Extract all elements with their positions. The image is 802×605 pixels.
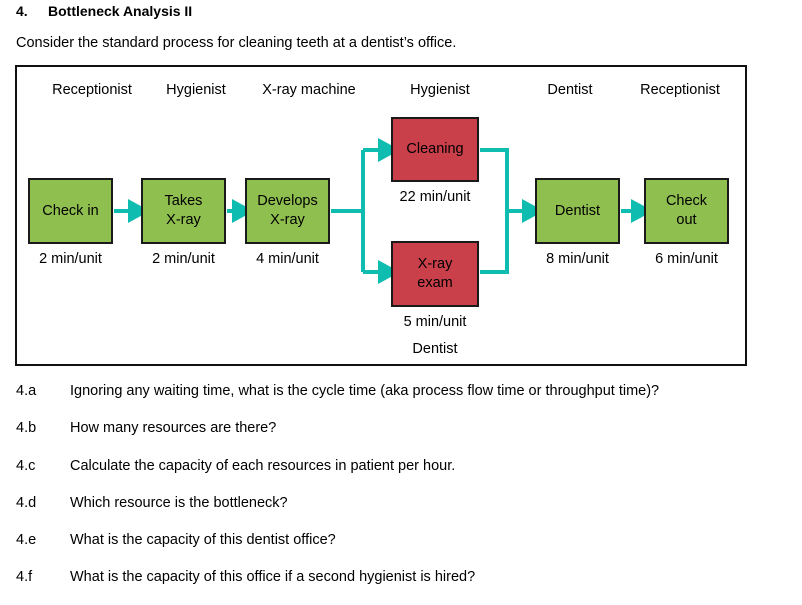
time-label-takes-xray: 2 min/unit (152, 251, 215, 267)
question-row-4c: 4.c Calculate the capacity of each resou… (16, 456, 796, 493)
process-box-dentist-line-1: Dentist (554, 202, 601, 219)
question-text-4f: What is the capacity of this office if a… (70, 569, 476, 586)
question-text-4c: Calculate the capacity of each resources… (70, 457, 456, 474)
page-title-number: 4. (16, 3, 28, 19)
process-flow-diagram: Receptionist Hygienist X-ray machine Hyg… (15, 65, 747, 366)
intro-paragraph: Consider the standard process for cleani… (16, 35, 457, 51)
question-list: 4.a Ignoring any waiting time, what is t… (16, 381, 796, 605)
process-box-develops-xray: Develops X-ray (245, 178, 330, 244)
process-box-xray-exam-line-2: exam (417, 275, 453, 291)
process-box-takes-xray-line-2: X-ray (166, 212, 201, 228)
page-title-text: Bottleneck Analysis II (48, 3, 193, 19)
process-box-cleaning-line-1: Cleaning (406, 141, 464, 157)
column-header-hygienist-1: Hygienist (166, 82, 226, 98)
question-key-4d: 4.d (16, 494, 37, 511)
process-box-cleaning: Cleaning (391, 117, 479, 182)
time-label-develops-xray: 4 min/unit (256, 251, 319, 267)
process-box-check-out-line-2: out (676, 212, 697, 228)
process-box-develops-xray-line-1: Develops (257, 193, 318, 209)
question-key-4e: 4.e (16, 532, 37, 549)
process-box-takes-xray: Takes X-ray (141, 178, 226, 244)
time-label-check-out: 6 min/unit (655, 251, 718, 267)
question-row-4e: 4.e What is the capacity of this dentist… (16, 530, 796, 567)
question-key-4a: 4.a (16, 383, 37, 399)
process-box-check-in-line-1: Check in (42, 202, 99, 219)
time-label-xray-exam: 5 min/unit (403, 314, 467, 330)
column-header-receptionist-2: Receptionist (640, 82, 720, 98)
time-label-dentist: 8 min/unit (546, 251, 609, 267)
column-header-hygienist-2: Hygienist (410, 82, 470, 98)
process-box-check-out-line-1: Check (665, 193, 708, 209)
question-key-4c: 4.c (16, 457, 36, 474)
question-text-4a: Ignoring any waiting time, what is the c… (70, 383, 660, 399)
process-box-xray-exam-line-1: X-ray (417, 256, 453, 272)
process-box-dentist: Dentist (535, 178, 620, 244)
diagram-canvas: Receptionist Hygienist X-ray machine Hyg… (17, 67, 745, 364)
connector-arrows (114, 138, 653, 284)
process-box-check-out: Check out (644, 178, 729, 244)
question-row-4d: 4.d Which resource is the bottleneck? (16, 493, 796, 530)
question-row-4a: 4.a Ignoring any waiting time, what is t… (16, 381, 796, 418)
resource-label-dentist-bottom: Dentist (412, 341, 458, 357)
question-row-4b: 4.b How many resources are there? (16, 418, 796, 455)
process-box-check-in: Check in (28, 178, 113, 244)
question-text-4d: Which resource is the bottleneck? (70, 494, 288, 511)
question-key-4f: 4.f (16, 569, 33, 586)
time-label-check-in: 2 min/unit (39, 251, 102, 267)
column-header-receptionist-1: Receptionist (52, 82, 132, 98)
question-row-4f: 4.f What is the capacity of this office … (16, 567, 796, 604)
process-box-takes-xray-line-1: Takes (164, 193, 203, 209)
page-title: 4. Bottleneck Analysis II (16, 0, 786, 22)
question-text-4b: How many resources are there? (70, 420, 277, 437)
time-label-cleaning: 22 min/unit (399, 189, 471, 205)
column-header-xray-machine: X-ray machine (262, 82, 356, 98)
question-key-4b: 4.b (16, 420, 37, 437)
column-header-dentist: Dentist (547, 82, 593, 98)
process-box-develops-xray-line-2: X-ray (270, 212, 305, 228)
process-box-xray-exam: X-ray exam (391, 241, 479, 307)
question-text-4e: What is the capacity of this dentist off… (70, 532, 336, 549)
